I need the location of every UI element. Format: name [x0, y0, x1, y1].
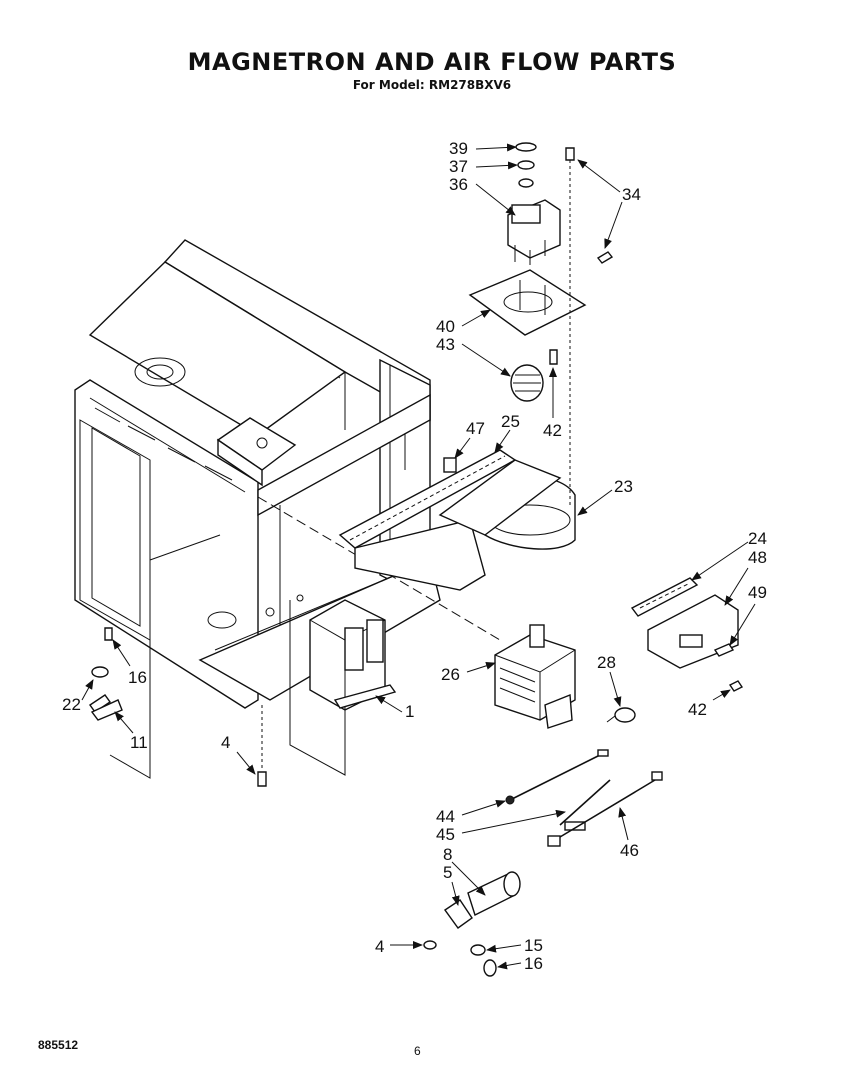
magnetron-part [494, 624, 576, 729]
page-number: 6 [414, 1044, 421, 1058]
air-duct-part [338, 449, 576, 591]
callout-4-bottom: 4 [375, 937, 384, 956]
callout-39: 39 [449, 139, 468, 158]
callout-42-bottom: 42 [688, 700, 707, 719]
callout-42-top: 42 [543, 421, 562, 440]
page-title: MAGNETRON AND AIR FLOW PARTS [187, 48, 677, 76]
left-small-parts [89, 627, 267, 787]
callout-48: 48 [748, 548, 767, 567]
callout-34: 34 [622, 185, 641, 204]
callout-36: 36 [449, 175, 468, 194]
callout-labels: 39 37 36 34 40 43 42 47 25 23 24 48 49 2… [62, 139, 767, 973]
bracket-47-part [443, 457, 457, 473]
capacitor-part [423, 871, 521, 977]
callout-4-top: 4 [221, 733, 230, 752]
document-code: 885512 [38, 1038, 79, 1052]
callout-28: 28 [597, 653, 616, 672]
callout-1: 1 [405, 702, 414, 721]
fan-bracket-part [468, 269, 587, 336]
callout-47: 47 [466, 419, 485, 438]
callout-49: 49 [748, 583, 767, 602]
wire-harness-parts [505, 749, 663, 847]
callout-44: 44 [436, 807, 455, 826]
fan-motor-part [507, 142, 561, 265]
thermal-cutout-part [606, 707, 636, 723]
transformer-part [309, 599, 397, 711]
callout-24: 24 [748, 529, 767, 548]
callout-11: 11 [130, 733, 148, 752]
callout-37: 37 [449, 157, 468, 176]
callout-16-bottom: 16 [524, 954, 543, 973]
callout-45: 45 [436, 825, 455, 844]
callout-5: 5 [443, 863, 452, 882]
screw-parts [549, 147, 744, 692]
callout-46: 46 [620, 841, 639, 860]
fan-blade-part [510, 364, 544, 402]
model-subtitle: For Model: RM278BXV6 [352, 78, 512, 92]
callout-26: 26 [441, 665, 460, 684]
callout-8: 8 [443, 845, 452, 864]
callout-43: 43 [436, 335, 455, 354]
callout-23: 23 [614, 477, 633, 496]
callout-40: 40 [436, 317, 455, 336]
callout-22: 22 [62, 695, 81, 714]
callout-15: 15 [524, 936, 543, 955]
side-bracket-part [630, 577, 739, 669]
callout-25: 25 [501, 412, 520, 431]
callout-16-left: 16 [128, 668, 147, 687]
